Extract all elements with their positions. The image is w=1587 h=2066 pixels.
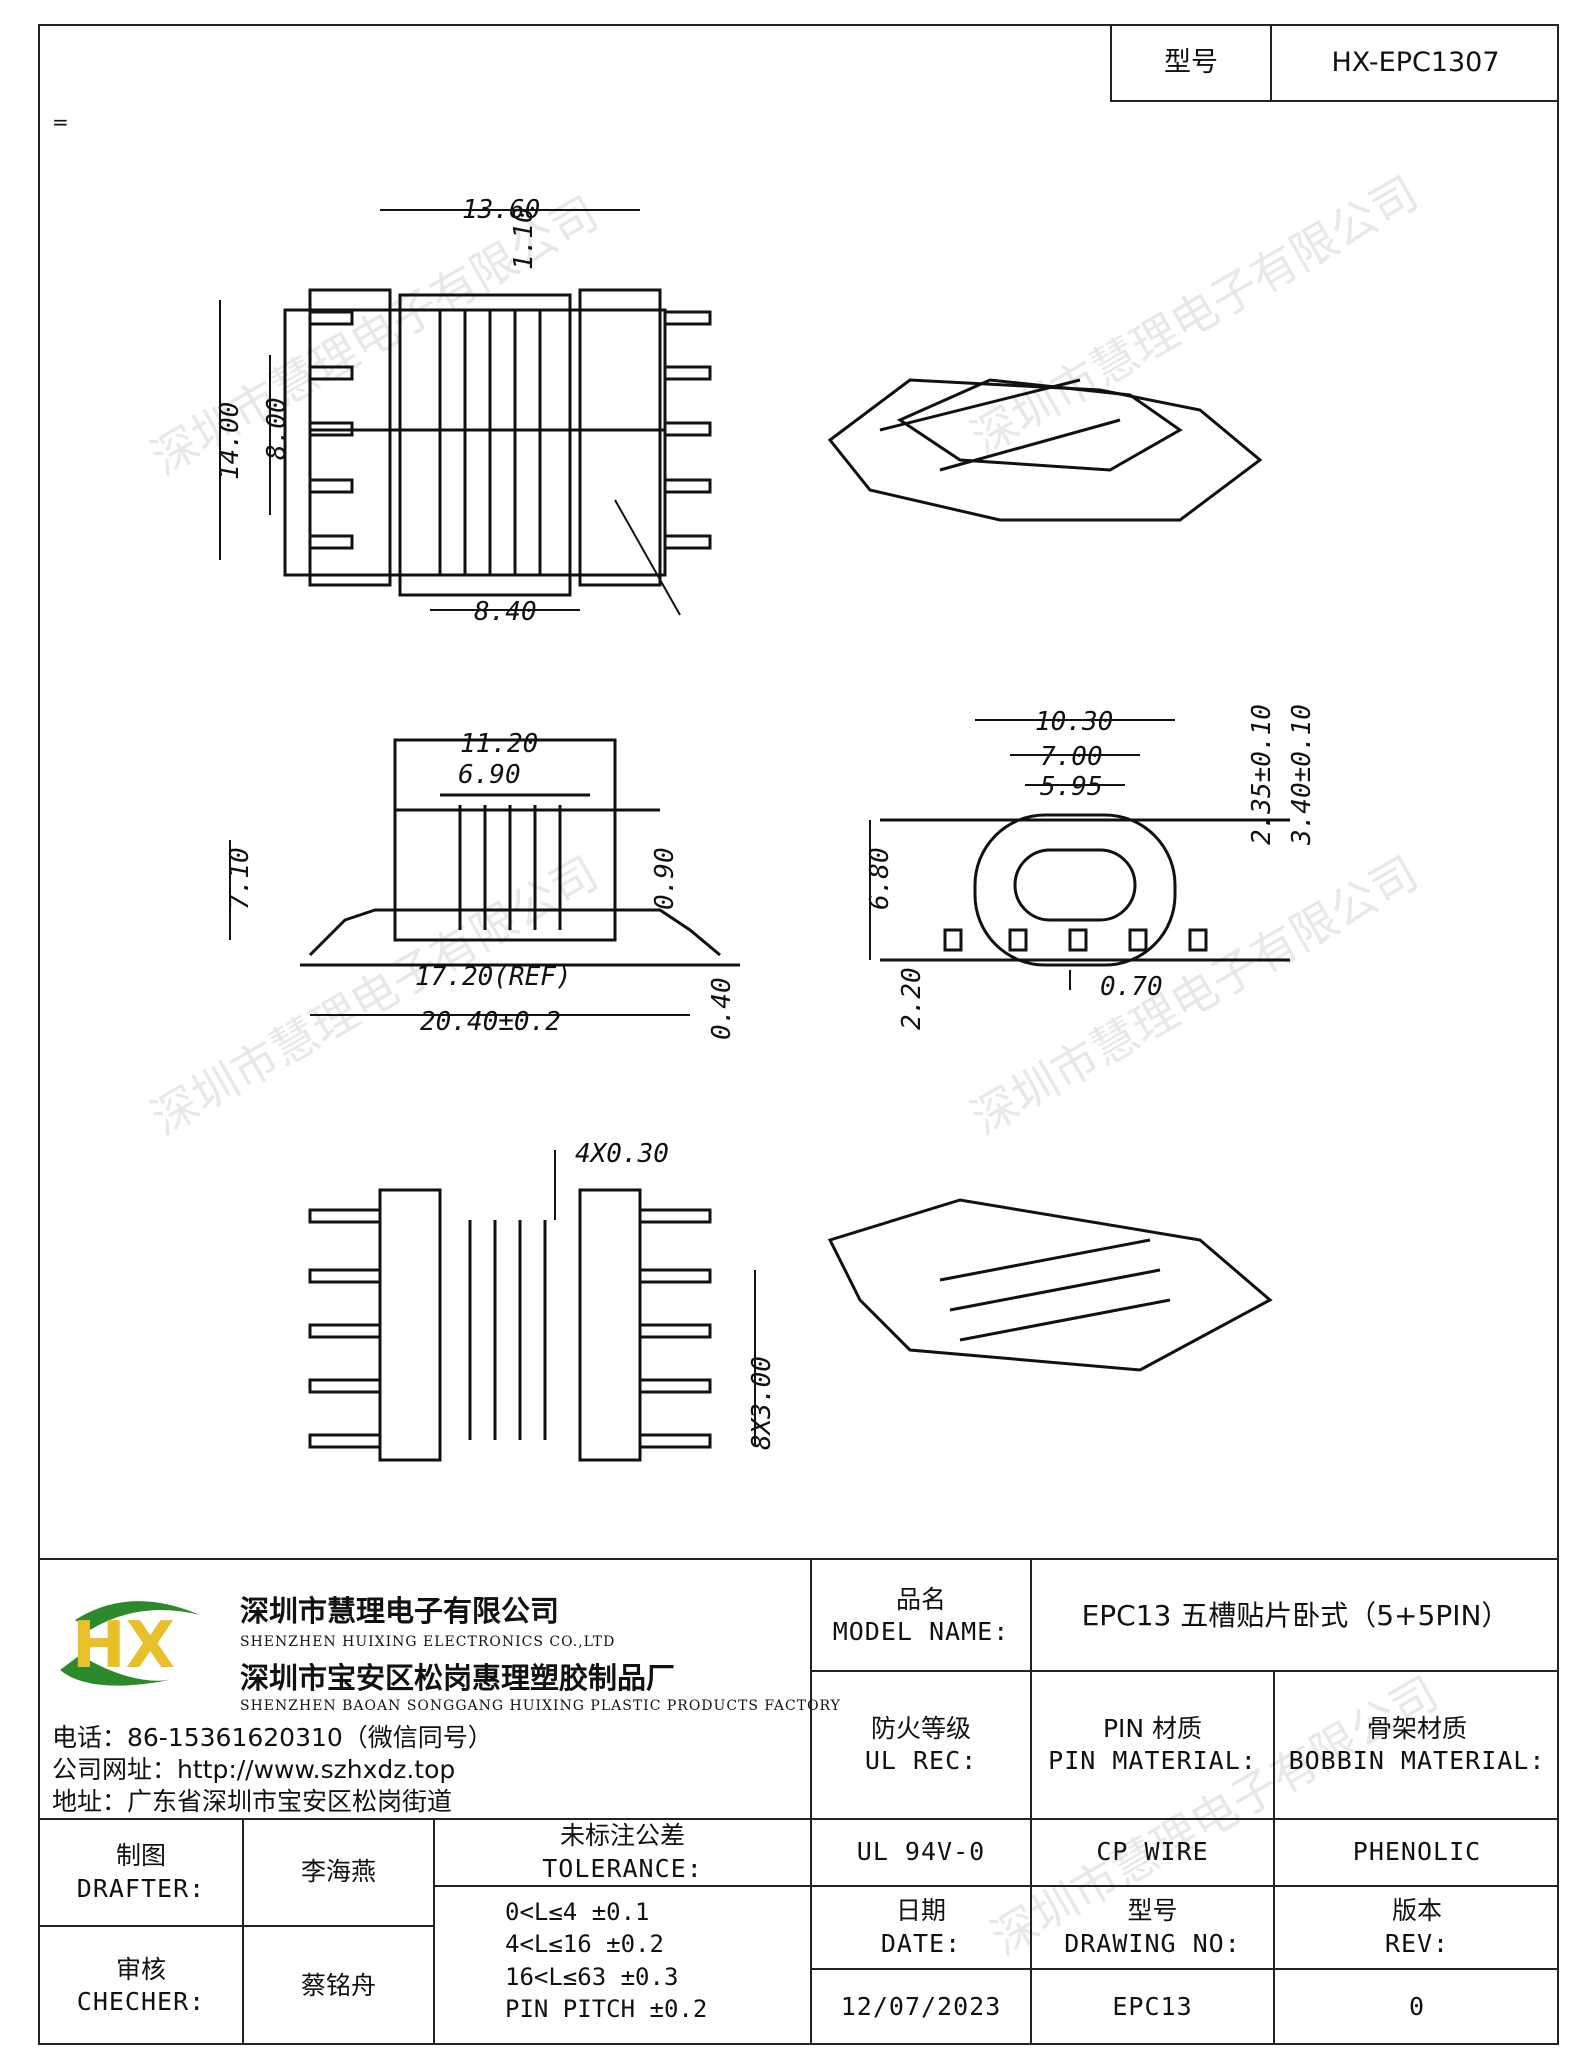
dim-front-ref: 17.20(REF) [415, 962, 572, 992]
bobbin-material-label: 骨架材质 BOBBIN MATERIAL: [1288, 1713, 1546, 1776]
header-model-box [1110, 24, 1559, 102]
top-view-dims: 13.60 1.10 14.00 8.00 8.40 [215, 195, 540, 627]
company-phone: 电话：86-15361620310（微信同号） [52, 1723, 493, 1752]
side-view-dims: 10.30 7.00 5.95 2.35±0.10 3.40±0.10 6.80… [865, 704, 1317, 1030]
checker-label: 审核 CHECHER: [76, 1954, 206, 2017]
company-address: 地址：广东省深圳市宝安区松岗街道 [52, 1787, 453, 1816]
company-website: 公司网址：http://www.szhxdz.top [52, 1755, 456, 1784]
dim-side-w1: 10.30 [1035, 707, 1113, 737]
dim-front-inner: 6.90 [458, 760, 521, 790]
dim-side-h2: 3.40±0.10 [1287, 704, 1317, 846]
dim-pin-pitch: 8X3.00 [747, 1356, 777, 1450]
dim-side-height: 6.80 [865, 847, 895, 910]
dim-bottom-slot: 4X0.30 [575, 1139, 669, 1169]
rev-label: 版本 REV: [1384, 1896, 1450, 1958]
tolerance-row: PIN PITCH ±0.2 [505, 1995, 708, 2024]
drafter-label: 制图 DRAFTER: [76, 1841, 206, 1903]
tolerance-list: 0<L≤4 ±0.1 4<L≤16 ±0.2 16<L≤63 ±0.3 PIN … [505, 1896, 707, 2026]
tolerance-row: 16<L≤63 ±0.3 [505, 1962, 679, 1991]
factory-name-cn: 深圳市宝安区松岗惠理塑胶制品厂 [240, 1661, 676, 1695]
dim-front-height: 7.10 [225, 847, 255, 910]
dim-front-top: 11.20 [460, 729, 538, 759]
tolerance-row: 4<L≤16 ±0.2 [505, 1930, 664, 1959]
date-value: 12/07/2023 [840, 1992, 1002, 2022]
model-name-value: EPC13 五槽贴片卧式（5+5PIN） [1081, 1598, 1510, 1632]
checker-value: 蔡铭舟 [300, 1970, 376, 2000]
pin-material-label: PIN 材质 PIN MATERIAL: [1048, 1713, 1257, 1776]
drafter-value: 李海燕 [300, 1857, 376, 1887]
bottom-view-dims: 4X0.30 8X3.00 [575, 1139, 777, 1450]
model-name-label: 品名 MODEL NAME: [832, 1584, 1010, 1647]
dim-front-h2: 0.40 [707, 977, 737, 1040]
dim-front-h1: 0.90 [650, 847, 680, 910]
rev-value: 0 [1408, 1992, 1426, 2022]
top-view [219, 209, 712, 616]
title-block-top-border [38, 1558, 1559, 1560]
bottom-view [308, 1150, 756, 1462]
side-view [869, 719, 1290, 990]
dim-side-w3: 5.95 [1040, 772, 1103, 802]
bobbin-material-value: PHENOLIC [1352, 1837, 1482, 1867]
dim-height-total: 14.00 [215, 402, 245, 480]
front-view-dims: 11.20 6.90 7.10 17.20(REF) 20.40±0.2 0.9… [225, 729, 737, 1040]
dim-top-width: 13.60 [462, 195, 540, 225]
ul-rec-label: 防火等级 UL REC: [864, 1713, 978, 1776]
company-name-cn: 深圳市慧理电子有限公司 [240, 1594, 560, 1628]
company-logo: HX [50, 1585, 215, 1700]
dim-front-total: 20.40±0.2 [420, 1007, 561, 1037]
dim-side-pin-w: 0.70 [1100, 972, 1163, 1002]
tolerance-row: 0<L≤4 ±0.1 [505, 1898, 650, 1926]
logo-text: HX [72, 1609, 175, 1683]
stray-mark: = [52, 110, 69, 134]
dim-inner-height: 8.00 [262, 397, 292, 460]
drawing-frame [38, 24, 1559, 2045]
dim-bottom-width: 8.40 [474, 597, 537, 627]
dim-side-h1: 2.35±0.10 [1247, 704, 1277, 845]
header-model-label: 型号 [1164, 47, 1218, 79]
iso-view-bottom [827, 1198, 1273, 1372]
technical-drawing: 13.60 1.10 14.00 8.00 8.40 11.20 6.90 7.… [215, 195, 1317, 1462]
dim-slot-pitch: 1.10 [509, 207, 539, 270]
header-model-value: HX-EPC1307 [1331, 47, 1500, 79]
iso-view-top [827, 378, 1263, 522]
tolerance-label: 未标注公差 TOLERANCE: [542, 1821, 703, 1883]
drawing-no-label: 型号 DRAWING NO: [1064, 1896, 1241, 1958]
factory-name-en: SHENZHEN BAOAN SONGGANG HUIXING PLASTIC … [240, 1698, 841, 1714]
dim-side-w2: 7.00 [1040, 742, 1103, 772]
front-view [229, 738, 740, 1016]
company-name-en: SHENZHEN HUIXING ELECTRONICS CO.,LTD [240, 1634, 616, 1650]
ul-rec-value: UL 94V-0 [856, 1837, 986, 1867]
drawing-no-value: EPC13 [1112, 1992, 1193, 2022]
date-label: 日期 DATE: [880, 1896, 962, 1958]
pin-material-value: CP WIRE [1096, 1837, 1209, 1867]
dim-side-pin-h: 2.20 [897, 967, 927, 1030]
